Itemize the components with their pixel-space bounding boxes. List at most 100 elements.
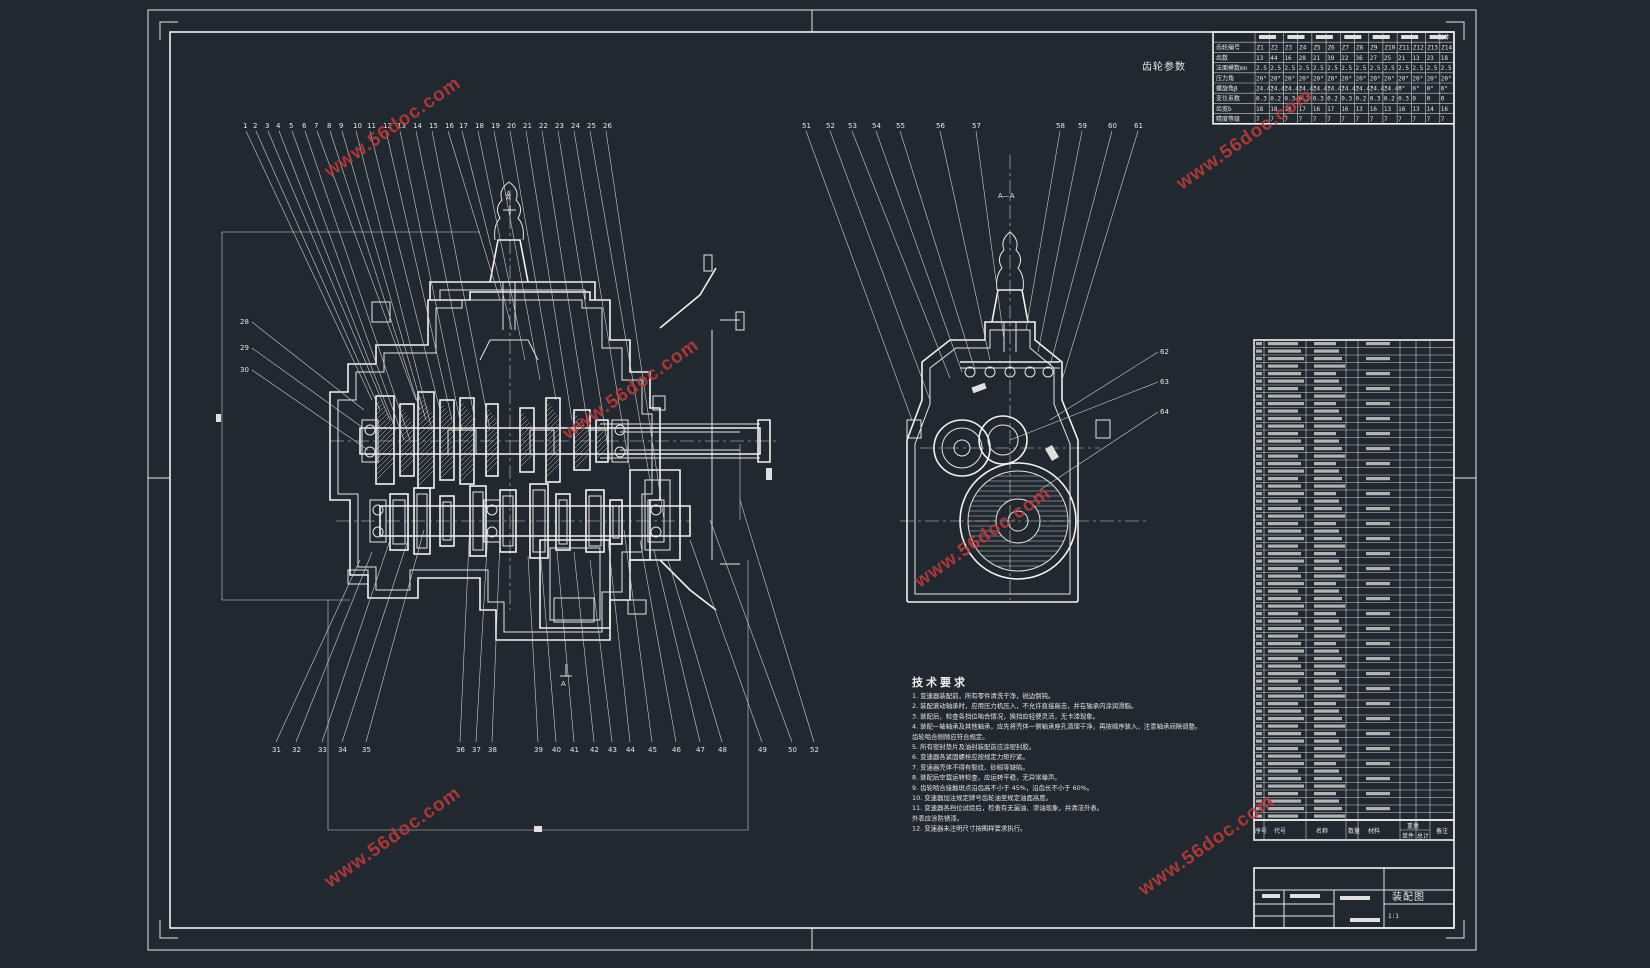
gear-cell: 0.3 [1284, 96, 1295, 103]
gear-cell: 7 [1356, 116, 1360, 123]
callout-label: 15 [429, 122, 438, 130]
technical-requirements: 技术要求 1. 变速器装配前，所有零件清洗干净，锐边倒钝。2. 装配滚动轴承时，… [912, 675, 1201, 833]
gear-row-label: 变位系数 [1216, 95, 1240, 103]
gear-cell: 16 [1441, 106, 1449, 113]
gear-cell: 24.4° [1370, 86, 1388, 93]
gear-col-header: Z10 [1384, 45, 1395, 52]
callout-label: 60 [1108, 122, 1117, 130]
gear-col-header: Z13 [1427, 45, 1438, 52]
callout-label: 12 [383, 122, 392, 130]
gear-row-label: 齿数 [1216, 54, 1228, 62]
gear-cell: 13 [1356, 106, 1364, 113]
bom-table: 序号代号名称数量材料单件总计备注重量 [1253, 339, 1455, 841]
gear-row-label: 齿轮编号 [1216, 44, 1240, 52]
svg-text:A: A [506, 194, 511, 202]
callout-label: 38 [488, 746, 497, 754]
gear-cell: 0.2 [1356, 96, 1367, 103]
bom-header-cell: 名称 [1316, 827, 1328, 835]
tech-req-item: 6. 变速器各紧固螺栓应按规定力矩拧紧。 [912, 752, 1029, 761]
gear-col-header: Z14 [1441, 45, 1452, 52]
callout-label: 64 [1160, 408, 1169, 416]
gear-cell: 20° [1327, 75, 1338, 82]
callout-label: 31 [272, 746, 281, 754]
gear-cell: 2.5 [1412, 65, 1423, 72]
gear-cell: 18 [1270, 106, 1278, 113]
callout-label: 49 [758, 746, 767, 754]
gear-cell: 24.4° [1270, 86, 1288, 93]
gear-cell: 13 [1384, 106, 1392, 113]
gear-cell: 21 [1313, 55, 1321, 62]
gear-cell: 7 [1412, 116, 1416, 123]
callout-label: 58 [1056, 122, 1065, 130]
drawing-name: 装配图 [1392, 890, 1425, 903]
gear-cell: 2.5 [1384, 65, 1395, 72]
gear-cell: 2.5 [1356, 65, 1367, 72]
gear-cell: 44 [1270, 55, 1278, 62]
gear-cell: 17 [1327, 106, 1335, 113]
tech-req-item: 齿轮啮合侧隙应符合规定。 [912, 732, 989, 741]
callout-label: 25 [587, 122, 596, 130]
gear-cell: 7 [1441, 116, 1445, 123]
callout-label: 23 [555, 122, 564, 130]
gear-cell: 2.5 [1256, 65, 1267, 72]
gear-cell: 0 [1427, 96, 1431, 103]
callout-label: 33 [318, 746, 327, 754]
gear-cell: 7 [1270, 116, 1274, 123]
watermark-6: www.56doc.com [1134, 790, 1279, 900]
gear-cell: 0.3 [1256, 96, 1267, 103]
gear-cell: 0.3 [1370, 96, 1381, 103]
gear-cell: 0 [1412, 96, 1416, 103]
gear-cell: 13 [1412, 106, 1420, 113]
callout-label: 53 [848, 122, 857, 130]
gear-cell: 25 [1384, 55, 1392, 62]
drawing-scale: 1:1 [1388, 913, 1399, 920]
callout-label: 26 [603, 122, 612, 130]
callout-label: 35 [362, 746, 371, 754]
callout-label: 52 [826, 122, 835, 130]
callout-label: 61 [1134, 122, 1143, 130]
tech-req-item: 2. 装配滚动轴承时，应用压力机压入，不允许直接敲击，并在轴承内涂润滑脂。 [912, 701, 1137, 710]
callout-label: 22 [539, 122, 548, 130]
watermark-5: www.56doc.com [320, 782, 465, 892]
callout-label: 19 [491, 122, 500, 130]
tech-req-item: 1. 变速器装配前，所有零件清洗干净，锐边倒钝。 [912, 691, 1054, 700]
gear-cell: 18 [1256, 106, 1264, 113]
callout-label: 32 [292, 746, 301, 754]
callout-label: 2 [253, 122, 257, 130]
callout-label: 51 [802, 122, 811, 130]
gear-cell: 24.4° [1327, 86, 1345, 93]
callout-label: 21 [523, 122, 532, 130]
tech-req-title: 技术要求 [912, 675, 968, 689]
callout-label: 47 [696, 746, 705, 754]
gear-cell: 0.3 [1341, 96, 1352, 103]
gear-col-header: Z4 [1299, 45, 1307, 52]
gear-cell: 20° [1441, 75, 1452, 82]
gear-cell: 20° [1313, 75, 1324, 82]
gear-cell: 39 [1327, 55, 1335, 62]
gear-col-header: Z9 [1370, 45, 1378, 52]
gear-cell: 2.5 [1299, 65, 1310, 72]
gear-row-label: 压力角 [1216, 74, 1234, 82]
callout-label: 63 [1160, 378, 1169, 386]
gear-cell: 20° [1356, 75, 1367, 82]
callout-label: 50 [788, 746, 797, 754]
callout-label: 57 [972, 122, 981, 130]
gear-cell: 16 [1398, 106, 1406, 113]
gear-cell: 14 [1427, 106, 1435, 113]
gear-cell: 0.2 [1384, 96, 1395, 103]
gear-cell: 21 [1398, 55, 1406, 62]
callout-label: 18 [475, 122, 484, 130]
gear-cell: 24.4° [1299, 86, 1317, 93]
gear-cell: 0.2 [1327, 96, 1338, 103]
gear-cell: 0° [1412, 86, 1419, 93]
callout-label: 24 [571, 122, 580, 130]
gear-row-label: 齿宽b [1216, 105, 1232, 113]
section-mark-top: A [506, 190, 511, 198]
gear-row-label: 精度等级 [1216, 115, 1240, 123]
callout-label: 10 [353, 122, 362, 130]
bom-header-cell: 序号 [1255, 827, 1267, 835]
section-view-label: A—A [998, 192, 1015, 200]
gear-cell: 7 [1256, 116, 1260, 123]
callout-label: 1 [243, 122, 247, 130]
gear-cell: 16 [1370, 106, 1378, 113]
